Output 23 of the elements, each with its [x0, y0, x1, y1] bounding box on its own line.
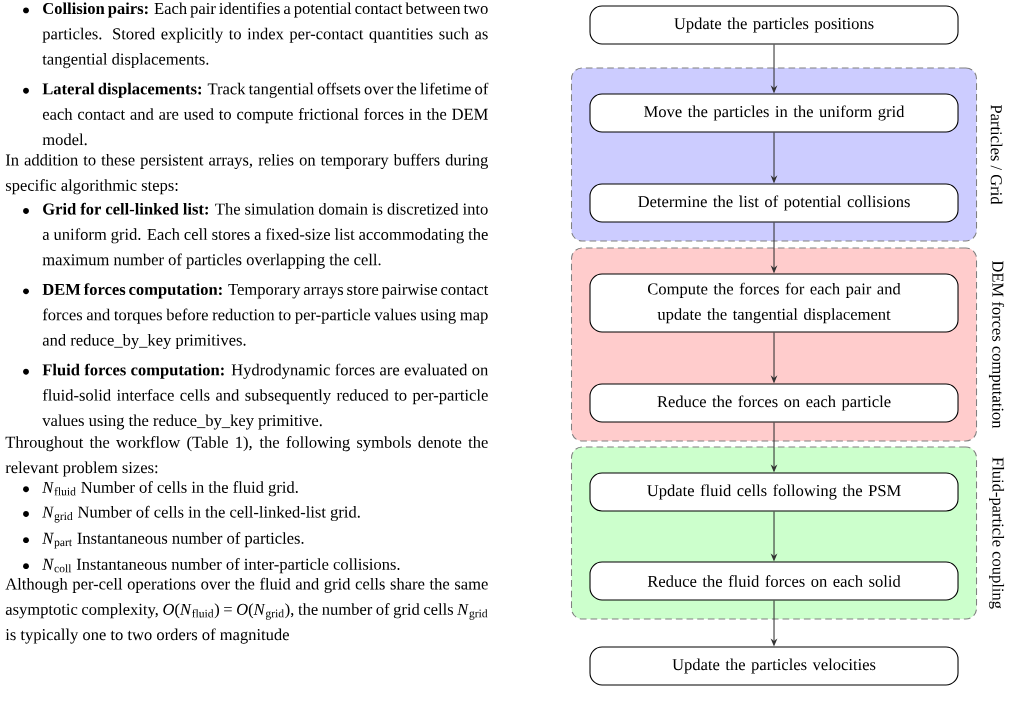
list-item: Collision pairs: Each pair identifies a potential contact between two particles. Stored explicitly to index per-contact quantities such as tangential displacements.: [42, 2, 488, 69]
process-box: Move the particles in the uniform grid: [589, 93, 959, 133]
list-item: N$_{grid}$ Number of cells in the cell-linked-list grid.: [42, 505, 360, 523]
paragraph: In addition to these persistent arrays, relies on temporary buffers during specific algorithmic steps:: [5, 153, 488, 195]
list-item: N$_{part}$ Instantaneous number of particles.: [42, 532, 304, 549]
list-item: N$_{coll}$ Instantaneous number of inter-particle collisions.: [42, 558, 400, 574]
group-heading: Particles / Grid: [990, 104, 1003, 205]
list-item: Lateral displacements: Track tangential offsets over the lifetime of each contact and are used to compute frictional forces in the DEM model.: [42, 82, 489, 146]
list-item: DEM forces computation: Temporary arrays store pairwise contact forces and torques before reduction to per-particle values using map and reduce_by_key primitives.: [42, 283, 489, 350]
list-item: N$_{fluid}$ Number of cells in the fluid grid.: [42, 481, 298, 497]
process-box: Reduce the forces on each particle: [589, 383, 959, 423]
process-box: Compute the forces for each pair and update the tangential displacement: [589, 273, 959, 333]
process-box: Update fluid cells following the PSM: [589, 472, 959, 512]
list-item: Fluid forces computation: Hydrodynamic forces are evaluated on fluid-solid interface cells and subsequently reduced to per-particle values using the reduce_by_key primitive.: [42, 363, 489, 430]
process-box: Update the particles velocities: [589, 646, 959, 686]
list-item: Grid for cell-linked list: The simulation domain is discretized into a uniform grid. Each cell stores a fixed-size list accommodating the maximum number of particles overlapping the cell.: [42, 202, 488, 269]
paragraph: Although per-cell operations over the fluid and grid cells share the same asymptotic complexity, O(N$_{fluid}$) = O(N$_{grid}$), the number of grid cells N$_{grid}$ is typically one to two orders of magnitude: [5, 577, 488, 644]
paragraph: Throughout the workflow (Table 1), the following symbols denote the relevant problem sizes:: [5, 436, 488, 477]
process-box: Determine the list of potential collisions: [589, 183, 959, 223]
group-heading: Fluid-particle coupling: [989, 457, 1005, 609]
process-box: Update the particles positions: [589, 5, 959, 45]
group-heading: DEM forces computation: [988, 260, 1005, 429]
process-box: Reduce the fluid forces on each solid: [589, 561, 959, 601]
